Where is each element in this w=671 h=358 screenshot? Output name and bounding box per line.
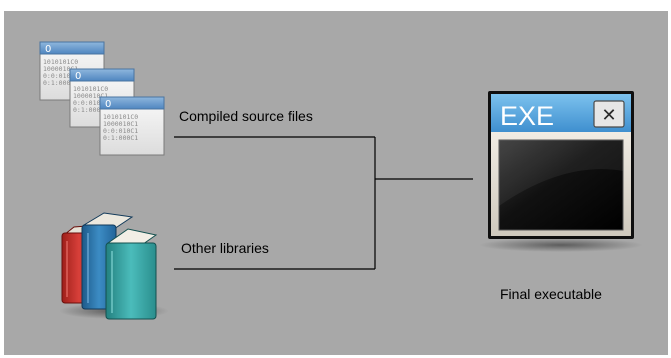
source-file-title: 0: [75, 71, 81, 82]
exe-window-icon: EXE ✕: [479, 91, 643, 252]
code-line: 1000010C1: [103, 120, 138, 128]
label-compiled-source-files: Compiled source files: [179, 108, 313, 124]
book-stack-icon: [59, 212, 169, 320]
exe-screen: [498, 139, 624, 231]
source-file-stack-icon: 0 1010101C0 1000010C1 0:0:010C1 0:1:000C…: [39, 41, 165, 156]
code-line: 1000010C1: [43, 65, 78, 73]
code-line: 1000010C1: [73, 92, 108, 100]
exe-screen-gloss: [499, 140, 623, 206]
code-line: 0:1:000C1: [103, 134, 138, 142]
diagram-svg: 0 1010101C0 1000010C1 0:0:010C1 0:1:000C…: [39, 41, 643, 320]
diagram-canvas: 0 1010101C0 1000010C1 0:0:010C1 0:1:000C…: [4, 11, 668, 355]
code-line: 0:0:010C1: [43, 72, 78, 80]
code-line: 0:0:010C1: [103, 127, 138, 135]
code-line: 0:1:000C1: [43, 79, 78, 87]
label-final-executable: Final executable: [500, 286, 602, 302]
connector-lines: [174, 136, 473, 270]
source-file-title: 0: [105, 99, 111, 110]
code-line: 0:1:000C1: [73, 106, 108, 114]
code-line: 1010101C0: [73, 85, 108, 93]
code-line: 1010101C0: [43, 58, 78, 66]
code-line: 1010101C0: [103, 113, 138, 121]
close-icon: ✕: [601, 105, 616, 126]
source-file-title: 0: [45, 44, 51, 55]
label-other-libraries: Other libraries: [181, 240, 269, 256]
source-file-middle: 0 1010101C0 1000010C1 0:0:010C1 0:1:000C…: [69, 68, 135, 128]
exe-close-box: [593, 100, 625, 128]
code-line: 0:0:010C1: [73, 99, 108, 107]
source-file-front: 0 1010101C0 1000010C1 0:0:010C1 0:1:000C…: [99, 96, 165, 156]
teal-book: [105, 228, 158, 320]
exe-title: EXE: [500, 101, 554, 131]
exe-shadow: [479, 238, 643, 252]
source-file-back: 0 1010101C0 1000010C1 0:0:010C1 0:1:000C…: [39, 41, 105, 101]
